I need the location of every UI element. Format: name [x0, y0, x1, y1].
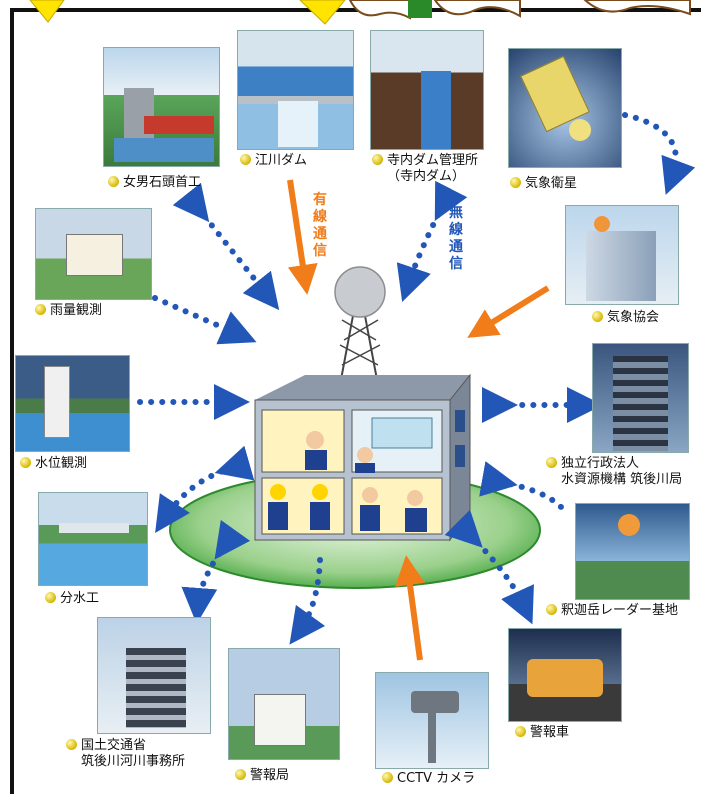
radar-label: 釈迦岳レーダー基地 — [546, 603, 678, 619]
wired-comm-label: 有線通信 — [313, 192, 327, 259]
control-building — [254, 373, 471, 542]
arrow-alarm-station — [181, 519, 251, 624]
alarm-car-picture — [508, 628, 622, 722]
agency-picture — [592, 343, 689, 453]
bullet-dot-icon — [510, 177, 521, 188]
arrow-bunsui — [155, 445, 255, 534]
bullet-dot-icon — [546, 604, 557, 615]
arrow-satellite — [622, 112, 696, 195]
bullet-dot-icon — [546, 457, 557, 468]
arrow-weather-assoc — [467, 285, 550, 338]
alarm-station-picture — [228, 648, 340, 760]
megoishi-picture — [103, 47, 220, 167]
arrow-terauchi — [396, 180, 468, 303]
mlit-label: 国土交通省筑後川河川事務所 — [66, 738, 185, 770]
water-level-picture — [15, 355, 130, 452]
bullet-dot-icon — [35, 304, 46, 315]
bullet-dot-icon — [592, 311, 603, 322]
bullet-dot-icon — [240, 154, 251, 165]
egawa-dam-label: 江川ダム — [240, 153, 307, 169]
satellite-label: 気象衛星 — [510, 176, 577, 192]
arrow-rain — [152, 295, 257, 345]
egawa-dam-picture — [237, 30, 354, 150]
antenna-tower-icon — [334, 266, 386, 386]
alarm-car-label: 警報車 — [515, 725, 569, 741]
agency-label: 独立行政法人水資源機構 筑後川局 — [546, 456, 682, 488]
terauchi-dam-picture — [370, 30, 484, 150]
bullet-dot-icon — [382, 772, 393, 783]
bullet-dot-icon — [108, 176, 119, 187]
cctv-label: CCTV カメラ — [382, 771, 475, 787]
bunsui-label: 分水工 — [45, 591, 99, 607]
bullet-dot-icon — [20, 457, 31, 468]
bunsui-picture — [38, 492, 148, 586]
rain-label: 雨量観測 — [35, 303, 102, 319]
water-level-label: 水位観測 — [20, 456, 87, 472]
bullet-dot-icon — [515, 726, 526, 737]
weather-assoc-picture — [565, 205, 679, 305]
bullet-dot-icon — [45, 592, 56, 603]
bullet-dot-icon — [66, 739, 77, 750]
rain-gauge-picture — [35, 208, 152, 300]
megoishi-label: 女男石頭首工 — [108, 175, 201, 191]
arrow-megoishi — [172, 182, 280, 311]
cctv-picture — [375, 672, 489, 769]
satellite-picture — [508, 48, 622, 168]
alarm-station-label: 警報局 — [235, 768, 289, 784]
bullet-dot-icon — [372, 154, 383, 165]
mlit-picture — [97, 617, 211, 734]
weather-assoc-label: 気象協会 — [592, 310, 659, 326]
radar-picture — [575, 503, 690, 600]
arrow-wired-egawa — [287, 179, 318, 295]
terauchi-label: 寺内ダム管理所（寺内ダム） — [372, 153, 478, 185]
arrow-alarm-station-2 — [289, 557, 326, 645]
arrow-cctv — [395, 555, 425, 661]
bullet-dot-icon — [235, 769, 246, 780]
arrow-alarm-car — [444, 509, 534, 625]
wireless-comm-label: 無線通信 — [449, 205, 463, 272]
